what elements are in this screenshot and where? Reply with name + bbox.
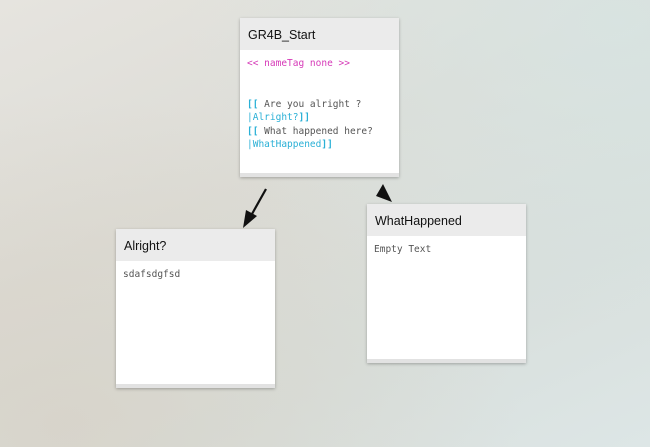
node-body: Empty Text xyxy=(374,244,432,255)
node-title: Alright? xyxy=(116,229,275,261)
node-gr4b-start[interactable]: GR4B_Start << nameTag none >> [[ Are you… xyxy=(240,18,399,177)
link-target: |Alright? xyxy=(247,112,299,123)
node-title: WhatHappened xyxy=(367,204,526,236)
name-tag-command: << nameTag none >> xyxy=(247,58,350,69)
link-open-bracket: [[ xyxy=(247,125,259,137)
link-alright: [[ Are you alright ? xyxy=(247,98,392,112)
blank-lines xyxy=(247,71,392,98)
node-body: << nameTag none >> [[ Are you alright ? … xyxy=(240,50,399,159)
link-target: |WhatHappened xyxy=(247,139,322,150)
link-open-bracket: [[ xyxy=(247,98,259,110)
link-what-happened-target-line: |WhatHappened]] xyxy=(247,138,392,152)
node-what-happened[interactable]: WhatHappened Empty Text xyxy=(367,204,526,363)
node-title: GR4B_Start xyxy=(240,18,399,50)
link-what-happened: [[ What happened here? xyxy=(247,125,392,139)
link-close-bracket: ]] xyxy=(321,139,333,150)
link-text: What happened here? xyxy=(258,125,373,137)
node-body: sdafsdgfsd xyxy=(123,269,181,280)
link-alright-target-line: |Alright?]] xyxy=(247,111,392,125)
link-close-bracket: ]] xyxy=(298,112,310,123)
link-text: Are you alright ? xyxy=(258,98,362,110)
node-alright[interactable]: Alright? sdafsdgfsd xyxy=(116,229,275,388)
